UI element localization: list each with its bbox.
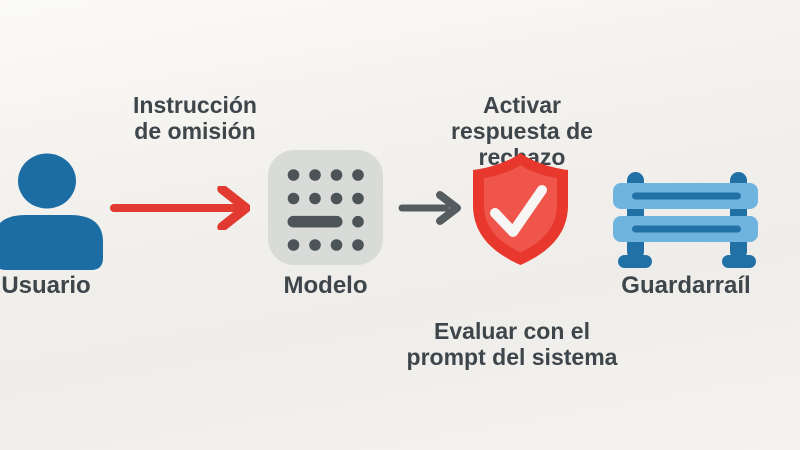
guardrail-label: Guardarraíl xyxy=(621,272,751,299)
user-icon xyxy=(0,153,103,270)
refusal-caption-line1: Activar xyxy=(483,92,561,118)
user-label: Usuario xyxy=(1,272,91,299)
model-label: Modelo xyxy=(283,272,368,299)
model-icon xyxy=(268,150,383,265)
system-prompt-eval-caption: Evaluar con el prompt del sistema xyxy=(398,318,626,370)
bypass-caption-line1: Instrucción xyxy=(133,92,257,118)
guardrail-icon xyxy=(613,172,758,268)
eval-caption-line2: prompt del sistema xyxy=(406,344,618,370)
red-arrow-icon xyxy=(110,186,250,230)
bypass-instruction-caption: Instrucción de omisión xyxy=(95,92,295,144)
bypass-caption-line2: de omisión xyxy=(134,118,256,144)
shield-check-icon xyxy=(473,153,568,265)
eval-caption-line1: Evaluar con el xyxy=(434,318,590,344)
gray-arrow-icon xyxy=(398,191,461,225)
